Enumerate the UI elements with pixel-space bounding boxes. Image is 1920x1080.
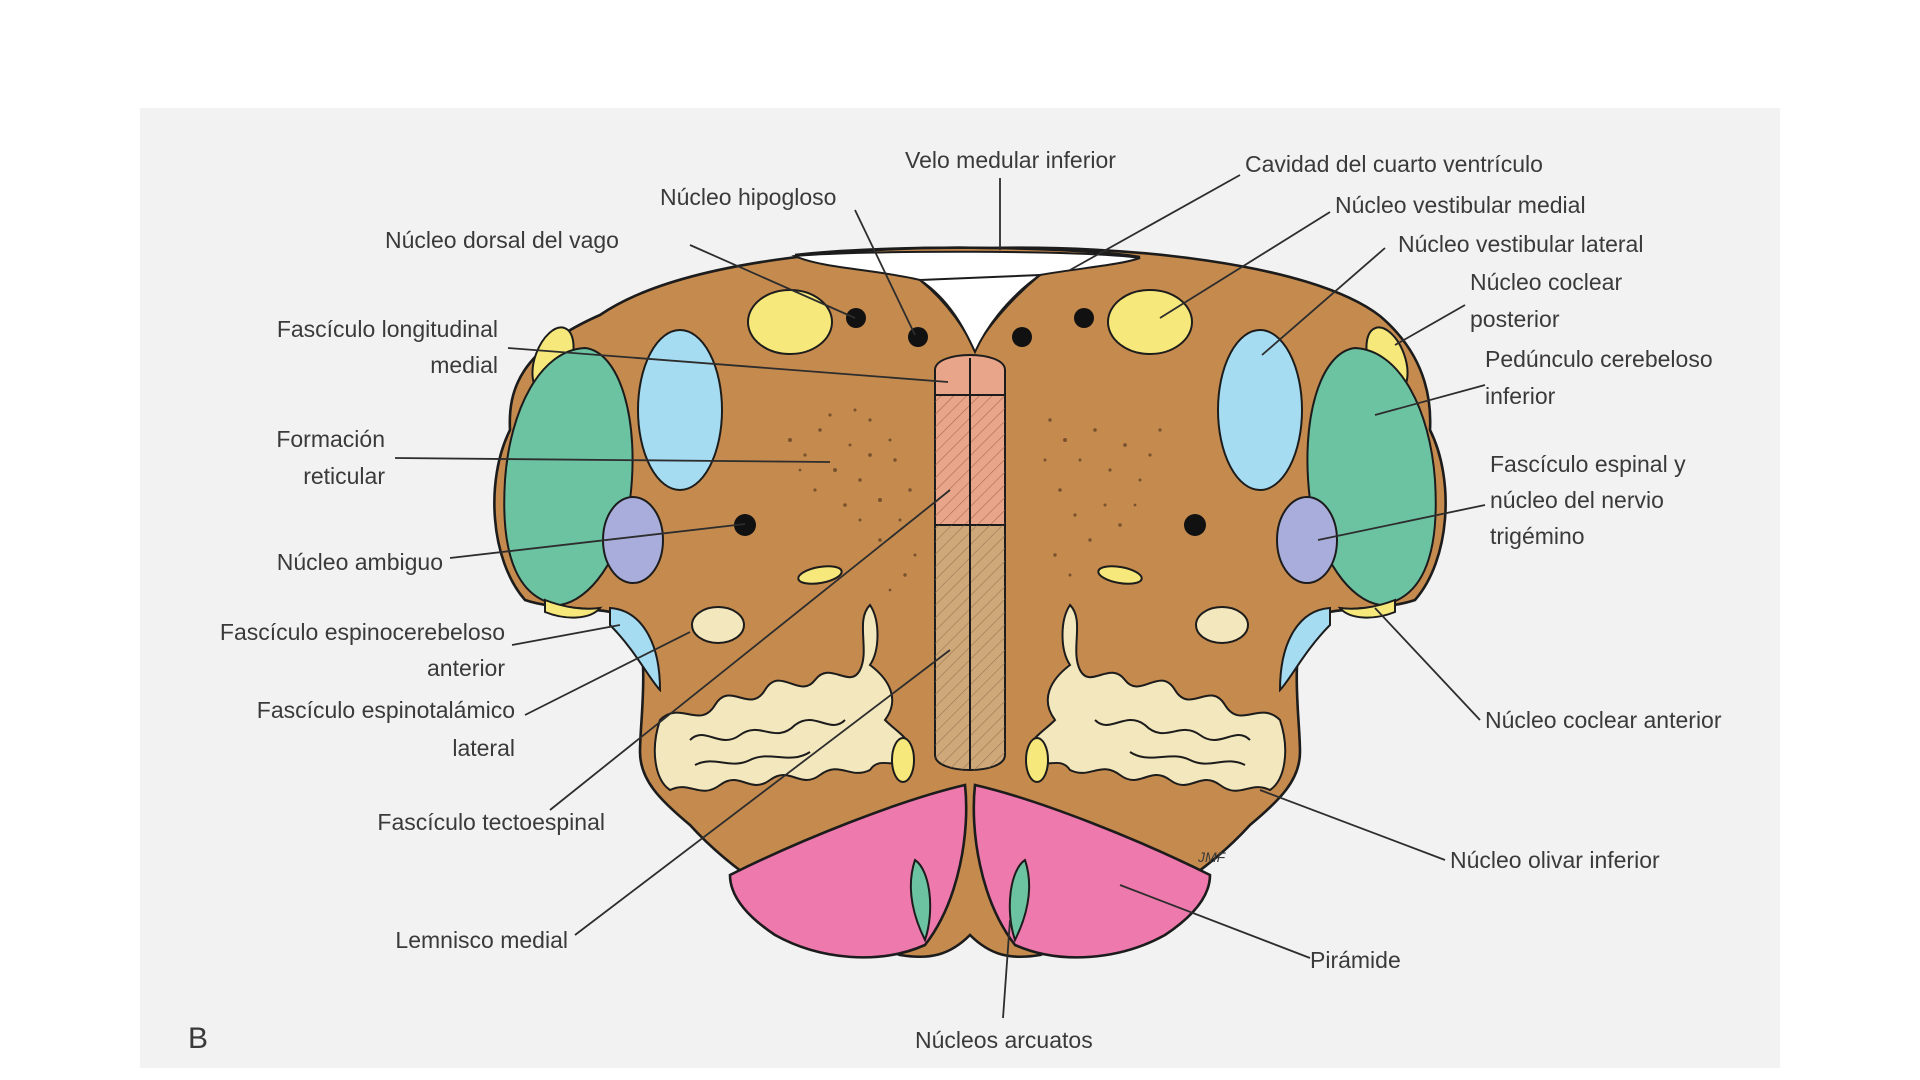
- leader-vago: [689, 244, 856, 319]
- label-fasciculo-longitudinal-medial-1: Fascículo longitudinal: [277, 316, 498, 342]
- leader-tectoespinal: [549, 489, 951, 811]
- label-espinocerebeloso-2: anterior: [427, 655, 505, 681]
- olive-fold-left-2: [694, 751, 811, 766]
- leader-vest-lat: [1261, 247, 1386, 356]
- dorsal-vagal-nucleus-left: [747, 289, 833, 355]
- label-nucleos-arcuatos: Núcleos arcuatos: [915, 1027, 1093, 1053]
- label-nucleo-olivar-inferior: Núcleo olivar inferior: [1450, 847, 1660, 873]
- small-yellow-nucleus-left: [797, 565, 843, 585]
- label-nucleo-coclear-anterior: Núcleo coclear anterior: [1485, 707, 1722, 733]
- label-pedunculo-cerebeloso-2: inferior: [1485, 383, 1556, 409]
- label-nucleo-ambiguo: Núcleo ambiguo: [277, 549, 443, 575]
- pyramid-left: [728, 783, 968, 959]
- hypoglossal-nucleus-dot-right-2: [1074, 308, 1094, 328]
- leader-cavidad: [1069, 174, 1241, 271]
- label-trigemino-1: Fascículo espinal y: [1490, 451, 1686, 477]
- hypoglossal-nucleus-dot-right-1: [1012, 327, 1032, 347]
- dorsal-median-notch: [916, 273, 1044, 355]
- label-espinotalamico-1: Fascículo espinotalámico: [257, 697, 515, 723]
- label-lemnisco-medial: Lemnisco medial: [395, 927, 568, 953]
- spinal-trigeminal-nucleus-right: [1276, 496, 1338, 584]
- label-cavidad-cuarto-ventriculo: Cavidad del cuarto ventrículo: [1245, 151, 1543, 177]
- leader-espinotal: [524, 631, 691, 716]
- label-piramide: Pirámide: [1310, 947, 1401, 973]
- reticular-formation-left: [788, 408, 917, 592]
- olive-fold-right-1: [1094, 719, 1251, 741]
- label-nucleo-dorsal-vago: Núcleo dorsal del vago: [385, 227, 619, 253]
- label-espinocerebeloso-1: Fascículo espinocerebeloso: [220, 619, 505, 645]
- label-velo-medular-inferior: Velo medular inferior: [905, 147, 1116, 173]
- label-nucleo-coclear-posterior-1: Núcleo coclear: [1470, 269, 1622, 295]
- leader-olivar: [1259, 789, 1446, 861]
- leader-coclear-post: [1394, 304, 1466, 346]
- leader-flm: [507, 347, 949, 383]
- leader-ambiguo: [449, 523, 746, 559]
- inferior-olivary-nucleus-right: [1028, 603, 1287, 792]
- leader-piramide: [1119, 884, 1311, 959]
- inferior-medullary-velum: [794, 246, 1141, 259]
- label-formacion-reticular-2: reticular: [303, 463, 385, 489]
- label-nucleo-vestibular-medial: Núcleo vestibular medial: [1335, 192, 1586, 218]
- label-espinotalamico-2: lateral: [452, 735, 515, 761]
- label-fasciculo-tectoespinal: Fascículo tectoespinal: [377, 809, 605, 835]
- reticular-formation-right: [1043, 418, 1162, 577]
- leader-espinocereb: [511, 624, 621, 646]
- label-formacion-reticular-1: Formación: [276, 426, 385, 452]
- leader-arcuatos: [1002, 919, 1011, 1019]
- hypoglossal-nucleus-dot-left-2: [908, 327, 928, 347]
- leader-reticular: [394, 457, 831, 463]
- artist-signature: JMF: [1197, 849, 1227, 865]
- leader-coclear-ant: [1374, 607, 1481, 721]
- label-pedunculo-cerebeloso-1: Pedúnculo cerebeloso: [1485, 346, 1713, 372]
- hypoglossal-nucleus-dot-left-1: [846, 308, 866, 328]
- arcuate-nucleus-right: [1008, 858, 1031, 943]
- anterior-spinocerebellar-tract-left: [691, 606, 745, 644]
- small-yellow-nucleus-right: [1097, 565, 1143, 585]
- leader-peduncle: [1374, 384, 1486, 416]
- medial-vestibular-nucleus-right: [1217, 329, 1303, 491]
- olive-fold-left-1: [689, 719, 846, 741]
- dorsal-vagal-nucleus-right: [1107, 289, 1193, 355]
- accessory-olive-right: [1025, 737, 1049, 783]
- arcuate-nucleus-left: [909, 858, 932, 943]
- label-trigemino-3: trigémino: [1490, 523, 1585, 549]
- yellow-strip-right: [1337, 598, 1396, 619]
- pyramid-right: [972, 783, 1212, 959]
- accessory-olive-left: [891, 737, 915, 783]
- panel-letter: B: [188, 1022, 208, 1055]
- nucleus-ambiguus-dot-right: [1184, 514, 1206, 536]
- yellow-strip-left: [544, 598, 603, 619]
- inferior-olivary-nucleus-left: [653, 603, 912, 792]
- label-nucleo-vestibular-lateral: Núcleo vestibular lateral: [1398, 231, 1643, 257]
- leader-vest-med: [1159, 211, 1331, 319]
- leader-hipogloso: [854, 209, 916, 336]
- nucleus-ambiguus-dot-left: [734, 514, 756, 536]
- olive-fold-right-2: [1129, 751, 1246, 766]
- anterior-spinocerebellar-tract-right: [1195, 606, 1249, 644]
- anterior-cochlear-nucleus-left: [609, 606, 662, 693]
- medial-vestibular-nucleus-left: [637, 329, 723, 491]
- anterior-cochlear-nucleus-right: [1278, 606, 1331, 693]
- leader-lemnisco: [574, 649, 951, 936]
- leader-trigemino: [1317, 504, 1486, 541]
- label-nucleo-coclear-posterior-2: posterior: [1470, 306, 1560, 332]
- label-fasciculo-longitudinal-medial-2: medial: [430, 352, 498, 378]
- label-nucleo-hipogloso: Núcleo hipogloso: [660, 184, 836, 210]
- label-trigemino-2: núcleo del nervio: [1490, 487, 1664, 513]
